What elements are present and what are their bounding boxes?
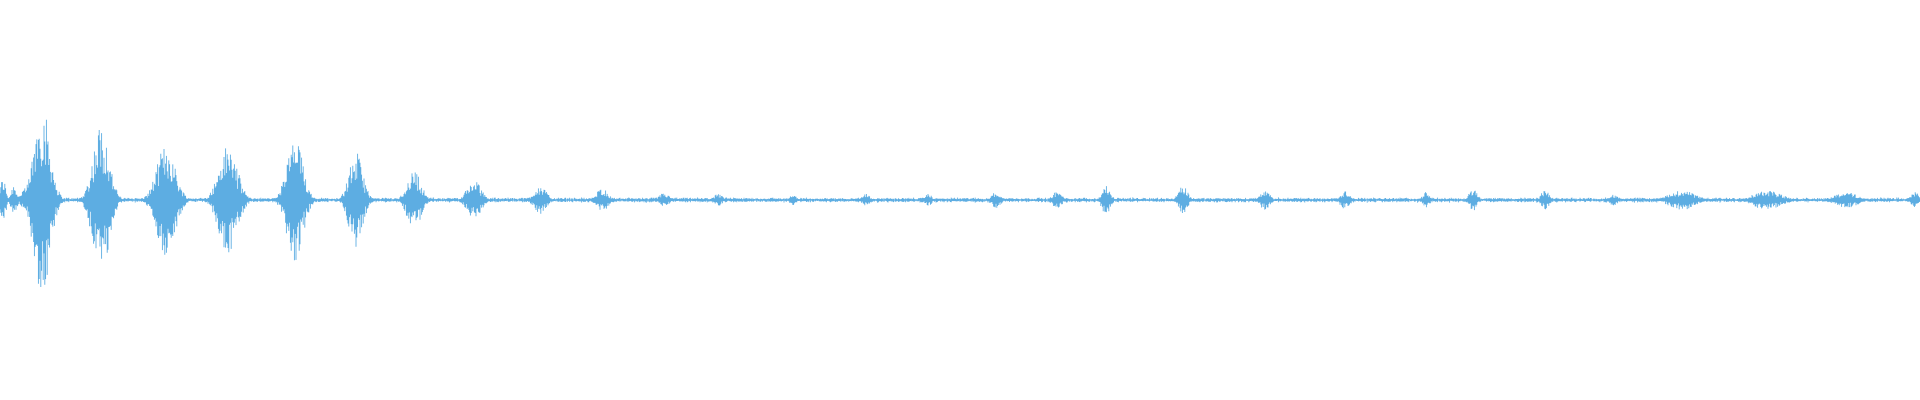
waveform-bursts — [0, 119, 1920, 287]
waveform-samples — [0, 119, 1920, 287]
